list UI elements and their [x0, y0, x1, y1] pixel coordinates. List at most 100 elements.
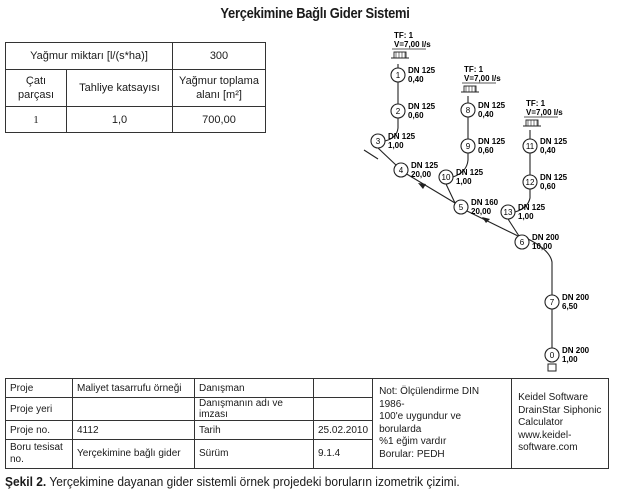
version-value: 9.1.4 — [312, 439, 374, 469]
node-number: 4 — [399, 166, 404, 175]
node-circle — [514, 234, 530, 250]
node-value: 0,60 — [478, 146, 494, 155]
node-value: 20,00 — [411, 170, 432, 179]
node-value: 1,00 — [562, 355, 578, 364]
node-dn: DN 125 — [408, 102, 436, 111]
node-value: 0,60 — [408, 111, 424, 120]
node-circle — [544, 294, 560, 310]
rain-table: Yağmur miktarı [l/(s*ha)] 300 Çatı parça… — [5, 42, 266, 133]
drain-tf: TF: 1 — [464, 65, 484, 74]
cell-collection-area: 700,00 — [172, 106, 266, 133]
node-number: 5 — [459, 203, 464, 212]
roof-drains: TF: 1V=7,00 l/sTF: 1V=7,00 l/sTF: 1V=7,0… — [391, 31, 563, 127]
drain-flow: V=7,00 l/s — [394, 40, 431, 49]
roof-drain: TF: 1V=7,00 l/s — [391, 31, 431, 59]
vendor-line: www.keidel-software.com — [518, 429, 578, 454]
flow-arrows — [418, 183, 490, 223]
node-circle — [390, 67, 406, 83]
node-dn: DN 200 — [562, 293, 590, 302]
consultant-name-label: Danışmanın adı ve imzası — [194, 397, 314, 421]
node-circle — [390, 103, 406, 119]
node-dn: DN 125 — [478, 137, 506, 146]
node-value: 0,40 — [540, 146, 556, 155]
node-number: 10 — [442, 173, 451, 182]
isometric-pipe-diagram: TF: 1V=7,00 l/sTF: 1V=7,00 l/sTF: 1V=7,0… — [363, 31, 590, 372]
node-dn: DN 125 — [456, 168, 484, 177]
drain-tf: TF: 1 — [394, 31, 414, 40]
empty-cell — [312, 378, 374, 398]
node-value: 1,00 — [518, 212, 534, 221]
header-collection-area: Yağmur toplama alanı [m²] — [172, 69, 266, 107]
node-circle — [370, 133, 386, 149]
cell-roof-part: 1 — [5, 106, 67, 133]
project-value: Maliyet tasarrufu örneği — [72, 378, 195, 398]
drain-tf: TF: 1 — [526, 99, 546, 108]
node-value: 0,40 — [408, 75, 424, 84]
consultant-label: Danışman — [194, 378, 314, 398]
node-number: 12 — [526, 178, 535, 187]
node-dn: DN 125 — [411, 161, 439, 170]
figure-caption: Şekil 2. Yerçekimine dayanan gider siste… — [5, 474, 575, 489]
pipe-main — [466, 210, 553, 348]
node-circle — [460, 102, 476, 118]
node-number: 7 — [550, 298, 555, 307]
node-circle — [453, 199, 469, 215]
node-circle — [544, 347, 560, 363]
installation-value: Yerçekimine bağlı gider — [72, 439, 195, 469]
empty-cell — [312, 397, 374, 421]
node-dn: DN 125 — [478, 101, 506, 110]
note-line: Borular: PEDH — [379, 448, 445, 460]
node-number: 8 — [466, 106, 471, 115]
vendor-cell: Keidel Software DrainStar Siphonic Calcu… — [511, 378, 609, 469]
flow-arrow-icon — [418, 183, 426, 189]
vendor-line: Calculator — [518, 417, 564, 429]
vendor-line: Keidel Software — [518, 392, 589, 404]
roof-drain: TF: 1V=7,00 l/s — [523, 99, 563, 127]
node-number: 2 — [396, 107, 401, 116]
node-circle — [500, 204, 516, 220]
node-circle — [460, 138, 476, 154]
site-label: Proje yeri — [5, 397, 73, 421]
node-dn: DN 125 — [540, 137, 568, 146]
node-value: 0,40 — [478, 110, 494, 119]
flow-arrow-icon — [482, 217, 490, 223]
caption-text: Yerçekimine dayanan gider sistemli örnek… — [46, 474, 460, 489]
header-discharge-coefficient: Tahliye katsayısı — [66, 69, 173, 107]
version-label: Sürüm — [194, 439, 314, 469]
node-value: 1,00 — [456, 177, 472, 186]
node-value: 10,00 — [532, 242, 553, 251]
date-label: Tarih — [194, 420, 314, 440]
node-dn: DN 125 — [408, 66, 436, 75]
rain-amount-value: 300 — [172, 42, 266, 70]
pipe-tail — [363, 149, 379, 160]
note-line: %1 eğim vardır — [379, 436, 447, 447]
roof-drain: TF: 1V=7,00 l/s — [461, 65, 501, 93]
empty-cell — [72, 397, 195, 421]
node-number: 13 — [504, 208, 513, 217]
node-number: 0 — [550, 351, 555, 360]
node-number: 6 — [520, 238, 525, 247]
note-cell: Not: Ölçülendirme DIN 1986- 100'e uygund… — [372, 378, 513, 469]
node-value: 0,60 — [540, 182, 556, 191]
note-line: Not: Ölçülendirme DIN 1986- — [379, 386, 480, 410]
diagram-title: Yerçekimine Bağlı Gider Sistemi — [220, 5, 410, 22]
node-value: 6,50 — [562, 302, 578, 311]
node-dn: DN 160 — [471, 198, 499, 207]
node-number: 11 — [526, 142, 535, 151]
header-roof-part: Çatı parçası — [5, 69, 67, 107]
node-number: 9 — [466, 142, 471, 151]
node-number: 3 — [376, 137, 381, 146]
